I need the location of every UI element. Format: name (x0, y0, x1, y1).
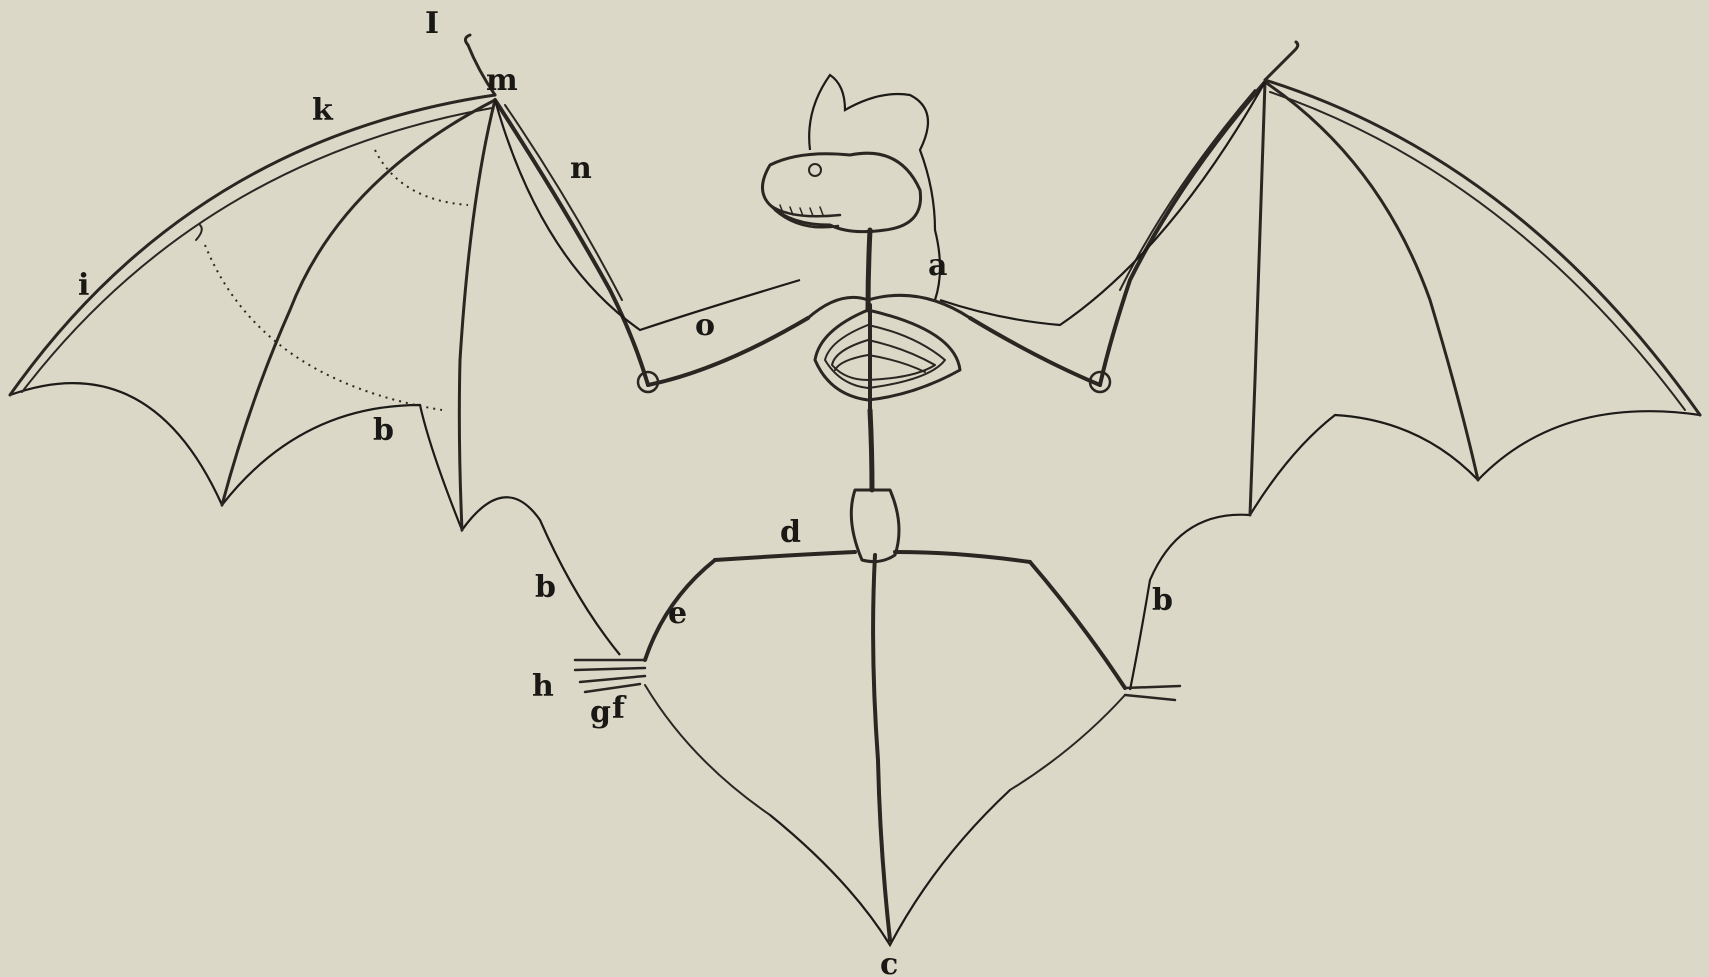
left-femur (715, 552, 855, 560)
left-forearm-inner (505, 105, 622, 300)
right-foot (1125, 686, 1180, 700)
left-dotted-arc-2 (205, 245, 442, 410)
label-f: f (612, 691, 627, 726)
label-n: n (570, 151, 592, 186)
left-leading-edge (10, 95, 495, 395)
eye-socket (809, 164, 821, 176)
left-finger-3-joint (196, 225, 202, 240)
right-humerus (970, 318, 1100, 385)
right-femur (895, 552, 1030, 562)
left-foot (575, 660, 645, 692)
left-dotted-arc-1 (375, 150, 468, 205)
right-thumb (1265, 42, 1298, 80)
right-wing-membrane (1130, 411, 1700, 690)
label-c: c (880, 947, 898, 977)
label-e: e (668, 596, 687, 631)
label-o: o (695, 308, 715, 343)
ribcage (815, 305, 960, 410)
left-forearm (495, 100, 648, 385)
label-h: h (532, 669, 554, 704)
label-i: i (78, 268, 89, 303)
label-b-left-leg: b (535, 570, 556, 605)
label-I: I (425, 6, 439, 41)
skull (763, 153, 921, 231)
left-leading-edge-inner (22, 108, 492, 392)
label-a: a (928, 248, 947, 283)
right-tibia (1030, 562, 1125, 688)
right-propatagium (940, 82, 1265, 325)
pelvis (851, 490, 899, 562)
left-humerus (648, 318, 808, 385)
right-leading-edge (1265, 80, 1700, 415)
torso (808, 230, 970, 940)
right-forearm (1100, 82, 1265, 385)
tail-vertebrae (873, 555, 890, 940)
left-finger-4 (222, 100, 495, 505)
left-finger-5 (459, 100, 495, 530)
right-calcar (1010, 695, 1125, 790)
label-d: d (780, 515, 801, 550)
lumbar-spine (870, 410, 872, 490)
right-finger-5 (1250, 82, 1265, 515)
left-calcar (645, 685, 770, 815)
left-wing-membrane (10, 383, 620, 655)
label-b-right-leg: b (1152, 583, 1173, 618)
label-b-wing: b (373, 413, 394, 448)
label-k: k (312, 93, 334, 128)
left-propatagium (495, 100, 800, 330)
skull-and-ear (763, 75, 941, 300)
figure-labels: I m k n i a o b b b d e h g f c (78, 6, 1173, 977)
label-m: m (486, 63, 518, 98)
label-g: g (590, 695, 611, 730)
left-wing (10, 35, 808, 655)
